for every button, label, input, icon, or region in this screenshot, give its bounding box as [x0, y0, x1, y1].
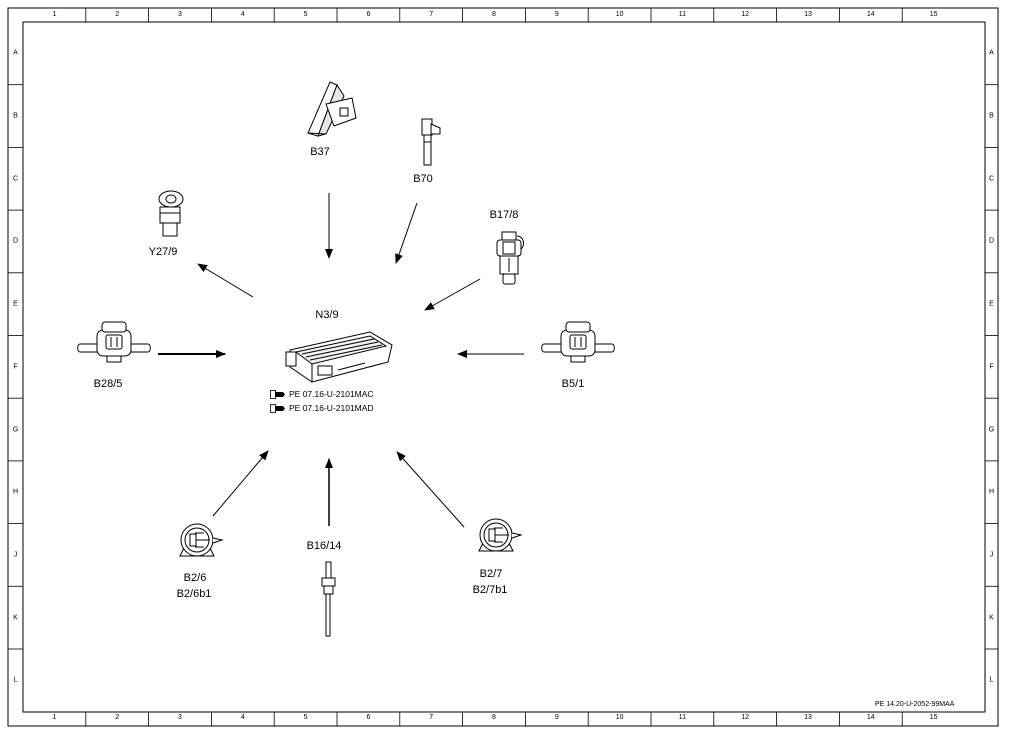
- document-id: PE 14.20-U-2052-99MAA: [875, 701, 955, 708]
- label-b17-8: B17/8: [489, 209, 519, 221]
- b2-7-air-flow-sensor-icon: [478, 518, 523, 552]
- grid-row-label: K: [989, 614, 994, 622]
- grid-column-label: 13: [804, 11, 812, 18]
- grid-column-label: 2: [115, 11, 120, 18]
- grid-row-label: D: [988, 237, 995, 245]
- grid-row-label: D: [12, 237, 19, 245]
- label-b28-5: B28/5: [93, 378, 123, 390]
- grid-column-label: 11: [678, 714, 687, 721]
- grid-row-label: H: [988, 488, 995, 496]
- b17-8-sensor-icon: [496, 231, 525, 285]
- grid-column-label: 11: [678, 11, 687, 18]
- grid-row-label: L: [989, 676, 994, 684]
- grid-row-label: B: [989, 112, 994, 120]
- grid-row-label: J: [13, 551, 18, 559]
- grid-column-label: 2: [115, 714, 120, 721]
- b37-pedal-sensor-icon: [307, 81, 357, 137]
- grid-column-label: 7: [429, 714, 434, 721]
- grid-row-label: E: [989, 300, 994, 308]
- grid-column-label: 1: [52, 714, 57, 721]
- arrow-b70-to-n3-9: [395, 202, 418, 264]
- grid-row-label: H: [12, 488, 19, 496]
- y27-9-valve-icon: [158, 190, 184, 237]
- manual-reference-icon: [270, 389, 285, 399]
- grid-row-label: A: [989, 49, 994, 57]
- manual-reference-icon: [270, 403, 285, 413]
- grid-column-label: 10: [615, 11, 624, 18]
- grid-column-label: 10: [615, 714, 624, 721]
- reference-1-text: PE 07.16-U-2101MAC: [289, 389, 374, 399]
- grid-row-label: G: [12, 426, 19, 434]
- label-b5-1: B5/1: [561, 378, 585, 390]
- grid-column-label: 12: [741, 11, 750, 18]
- grid-column-label: 15: [929, 11, 938, 18]
- grid-row-label: F: [989, 363, 994, 371]
- grid-column-label: 4: [240, 11, 245, 18]
- grid-ticks: [8, 8, 998, 726]
- arrow-b2-6-to-n3-9: [212, 450, 269, 517]
- b2-6-air-flow-sensor-icon: [179, 523, 224, 557]
- label-b70: B70: [413, 173, 433, 185]
- inner-border: [22, 21, 986, 713]
- reference-1[interactable]: PE 07.16-U-2101MAC: [270, 389, 374, 399]
- grid-column-label: 12: [741, 714, 750, 721]
- grid-column-label: 3: [178, 11, 182, 18]
- grid-column-label: 8: [492, 714, 496, 721]
- grid-column-label: 7: [429, 11, 434, 18]
- grid-column-label: 15: [929, 714, 938, 721]
- label-n3-9: N3/9: [315, 309, 339, 321]
- grid-column-label: 1: [52, 11, 57, 18]
- grid-column-label: 9: [554, 11, 559, 18]
- b16-14-temperature-sensor-icon: [321, 561, 336, 637]
- grid-row-label: J: [989, 551, 994, 559]
- label-b2-7: B2/7: [479, 568, 503, 580]
- grid-column-label: 3: [178, 714, 182, 721]
- b70-crankshaft-sensor-icon: [421, 118, 441, 166]
- arrow-b17-8-to-n3-9: [424, 278, 481, 311]
- grid-row-label: B: [13, 112, 18, 120]
- arrow-b2-7-to-n3-9: [396, 451, 465, 528]
- grid-column-label: 4: [240, 714, 245, 721]
- b5-1-pressure-sensor-icon: [541, 321, 615, 363]
- reference-2-text: PE 07.16-U-2101MAD: [289, 403, 374, 413]
- grid-row-label: F: [13, 363, 18, 371]
- outer-border: [7, 7, 999, 727]
- grid-row-label: A: [13, 49, 18, 57]
- grid-column-label: 13: [804, 714, 812, 721]
- grid-column-label: 8: [492, 11, 496, 18]
- label-b16-14: B16/14: [306, 540, 342, 552]
- arrow-n3-9-to-y27-9: [197, 263, 254, 298]
- reference-2[interactable]: PE 07.16-U-2101MAD: [270, 403, 374, 413]
- label-b2-7b1: B2/7b1: [472, 584, 508, 596]
- grid-column-label: 6: [366, 714, 371, 721]
- grid-column-label: 6: [366, 11, 371, 18]
- grid-row-label: K: [13, 614, 18, 622]
- grid-column-label: 14: [866, 11, 875, 18]
- grid-column-label: 9: [554, 714, 559, 721]
- label-b2-6b1: B2/6b1: [176, 588, 212, 600]
- label-b2-6: B2/6: [183, 572, 207, 584]
- grid-row-label: L: [13, 676, 18, 684]
- grid-row-label: E: [13, 300, 18, 308]
- grid-row-label: C: [988, 175, 995, 183]
- n3-9-control-unit-icon: [285, 331, 393, 383]
- signal-arrows: [158, 193, 524, 528]
- label-y27-9: Y27/9: [148, 246, 178, 258]
- grid-column-label: 5: [303, 714, 308, 721]
- b28-5-pressure-sensor-icon: [77, 321, 151, 363]
- grid-row-label: G: [988, 426, 995, 434]
- grid-row-label: C: [12, 175, 19, 183]
- label-b37: B37: [310, 146, 330, 158]
- grid-column-label: 5: [303, 11, 308, 18]
- grid-column-label: 14: [866, 714, 875, 721]
